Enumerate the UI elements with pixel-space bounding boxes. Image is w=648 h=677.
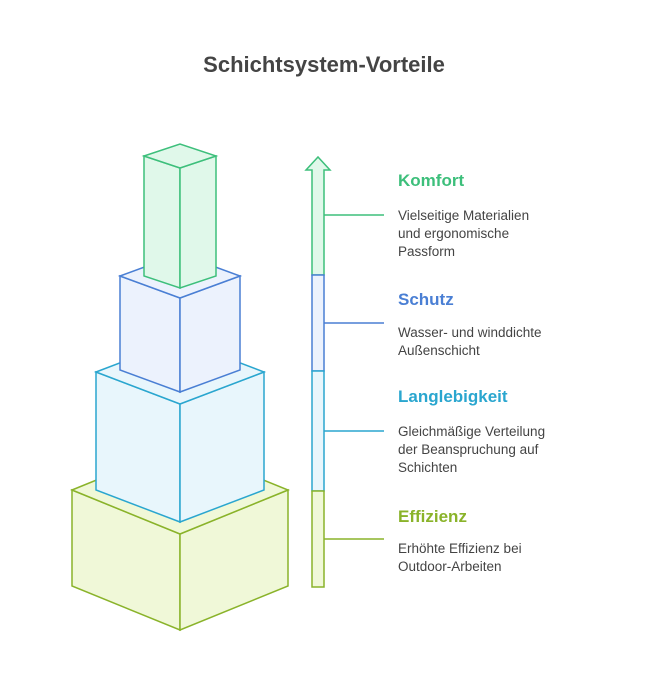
- item-desc-line: Outdoor-Arbeiten: [398, 559, 502, 574]
- item-desc-komfort: Vielseitige Materialien und ergonomische…: [398, 207, 638, 261]
- item-title-schutz: Schutz: [398, 290, 454, 309]
- progress-arrow: [304, 155, 332, 588]
- item-desc-effizienz: Erhöhte Effizienz bei Outdoor-Arbeiten: [398, 540, 638, 576]
- item-title-langlebigkeit: Langlebigkeit: [398, 387, 508, 406]
- item-desc-schutz: Wasser- und winddichte Außenschicht: [398, 324, 638, 360]
- item-title-komfort: Komfort: [398, 171, 465, 190]
- item-desc-line: Erhöhte Effizienz bei: [398, 541, 522, 556]
- item-desc-line: Vielseitige Materialien: [398, 208, 530, 223]
- item-desc-line: Passform: [398, 244, 456, 259]
- item-desc-line: der Beanspruchung auf: [398, 442, 539, 457]
- item-desc-line: und ergonomische: [398, 226, 510, 241]
- block-komfort: [141, 143, 219, 290]
- item-desc-line: Wasser- und winddichte: [398, 325, 542, 340]
- item-desc-line: Außenschicht: [398, 343, 480, 358]
- diagram-title: Schichtsystem-Vorteile: [203, 52, 445, 77]
- item-desc-line: Gleichmäßige Verteilung: [398, 424, 546, 439]
- item-title-effizienz: Effizienz: [398, 507, 467, 526]
- item-desc-langlebigkeit: Gleichmäßige Verteilung der Beanspruchun…: [398, 423, 638, 477]
- item-desc-line: Schichten: [398, 460, 458, 475]
